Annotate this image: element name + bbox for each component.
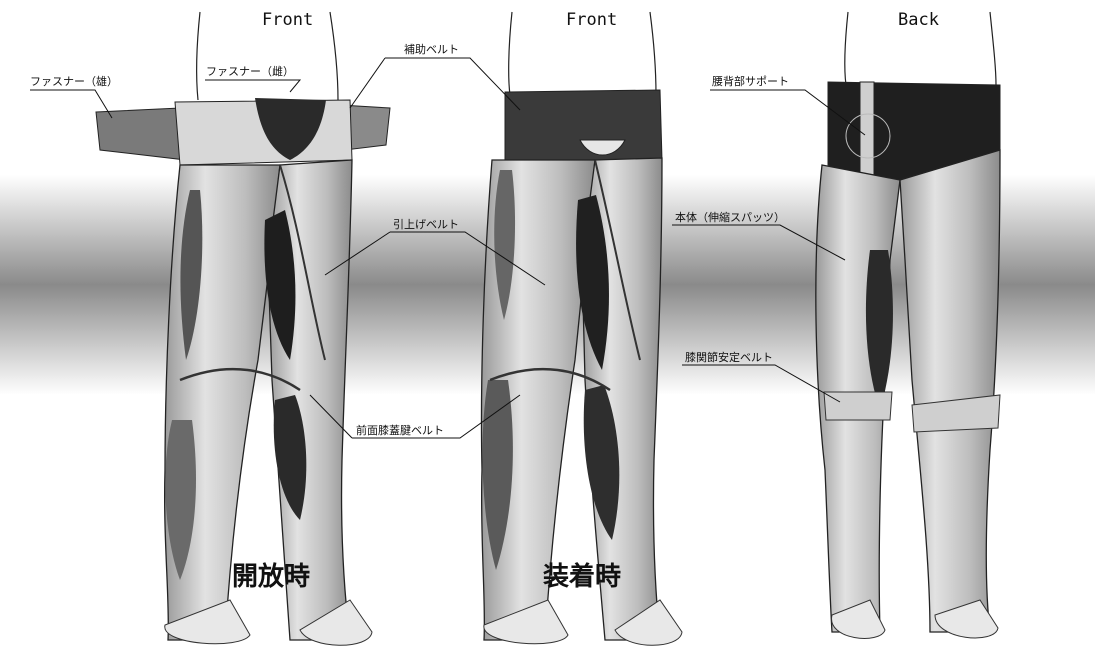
label-fastener-female: ファスナー（雌）	[206, 66, 294, 77]
label-body-spats: 本体（伸縮スパッツ）	[675, 212, 785, 223]
knee-stabilizer-belt-left	[824, 392, 892, 420]
view-title-right: Back	[898, 10, 939, 30]
view-title-left: Front	[262, 10, 313, 30]
view-title-middle: Front	[566, 10, 617, 30]
state-label-open: 開放時	[232, 556, 310, 593]
label-lift-belt: 引上げベルト	[393, 219, 459, 230]
aux-belt	[505, 90, 662, 165]
fastener-male-flap-left	[96, 108, 186, 160]
label-aux-belt: 補助ベルト	[404, 44, 459, 55]
label-lumbar-support: 腰背部サポート	[712, 76, 789, 87]
label-front-knee-belt: 前面膝蓋腱ベルト	[356, 425, 444, 436]
leader-aux-belt	[385, 58, 520, 110]
label-fastener-male: ファスナー（雄）	[30, 76, 118, 87]
label-knee-stabilizer-belt: 膝関節安定ベルト	[685, 352, 773, 363]
leader-fastener-female	[205, 80, 300, 92]
state-label-worn: 装着時	[543, 556, 621, 593]
right-leg	[900, 150, 1000, 632]
